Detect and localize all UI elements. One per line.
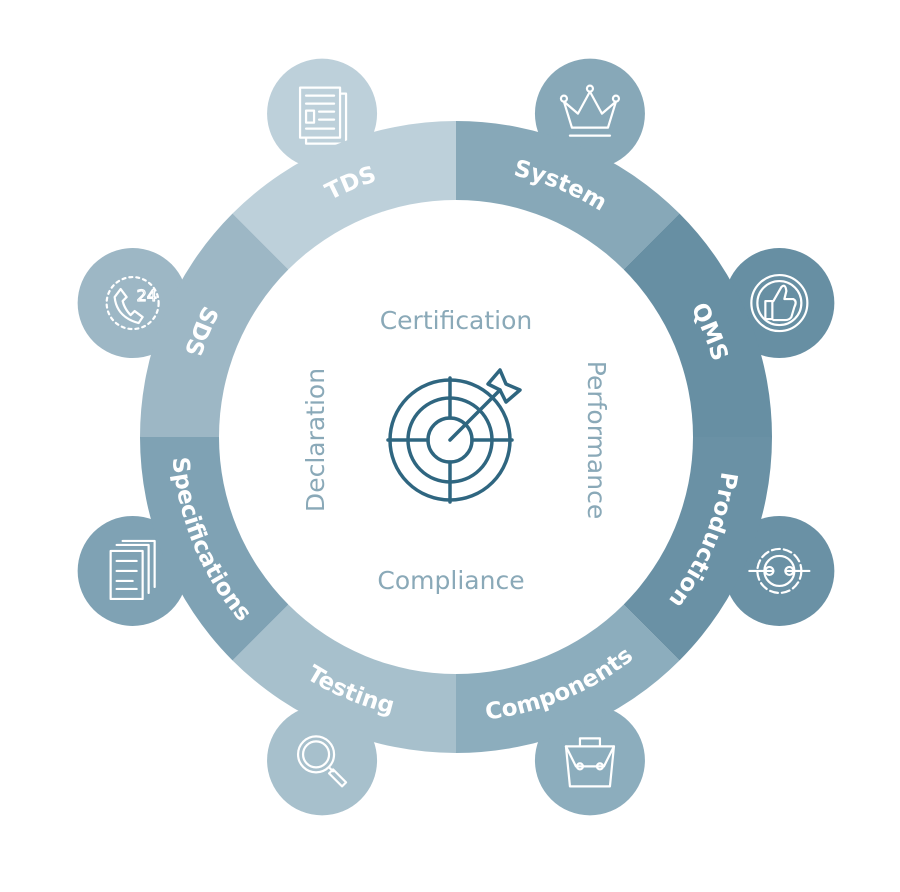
gear-wrench-icon	[748, 547, 811, 595]
briefcase-icon	[564, 737, 616, 788]
target-arrow-icon	[386, 368, 522, 504]
segment-tds	[232, 121, 456, 271]
segment-components	[456, 603, 680, 753]
center-label-top: Certification	[380, 306, 533, 335]
phone-24-icon: 24	[105, 275, 160, 331]
thumbs-up-icon	[750, 273, 809, 333]
newspaper-icon	[298, 86, 348, 145]
center-label-right: Performance	[582, 361, 611, 519]
segment-specifications	[140, 437, 290, 661]
inner-circle	[219, 200, 693, 674]
center-label-bottom: Compliance	[377, 566, 524, 595]
crown-icon	[559, 84, 621, 137]
svg-text:24: 24	[137, 286, 157, 305]
center-label-left: Declaration	[301, 368, 330, 512]
documents-icon	[109, 539, 156, 601]
segment-sds	[140, 213, 290, 437]
segment-testing	[232, 603, 456, 753]
segment-production	[622, 437, 772, 661]
segment-system	[456, 121, 680, 271]
magnifier-icon	[296, 735, 348, 788]
segment-qms	[622, 213, 772, 437]
